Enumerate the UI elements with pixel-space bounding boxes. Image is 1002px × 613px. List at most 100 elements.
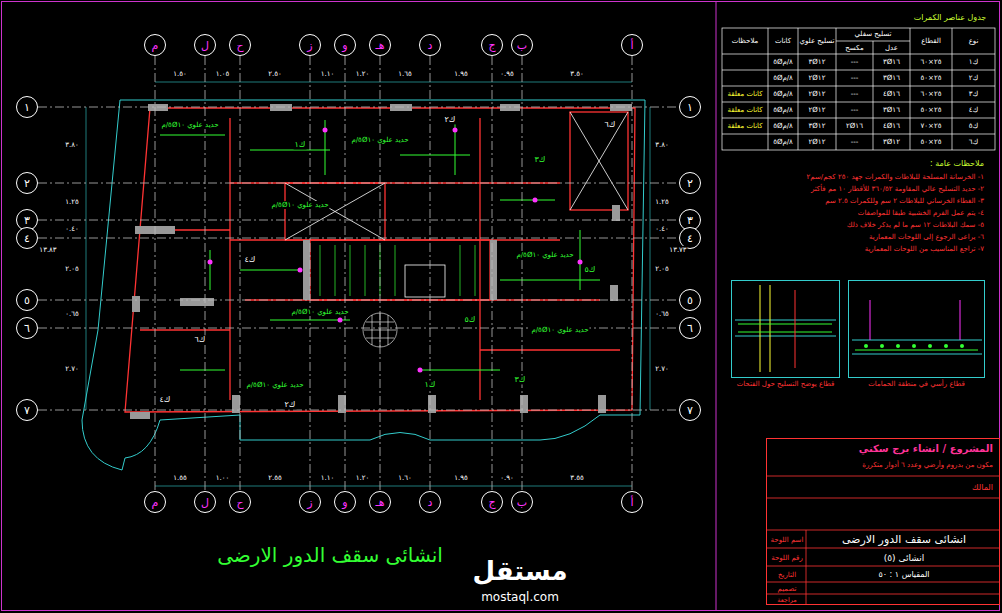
dimension: ٢.٥٠ — [267, 70, 283, 78]
grid-label: ز — [307, 497, 312, 508]
grid-line — [345, 56, 346, 491]
grid-label: ح — [236, 40, 243, 51]
table-cell: ٢Ø١٢ — [808, 74, 827, 82]
table-cell: كانات معلقة — [726, 122, 763, 130]
rebar-lines-part — [500, 200, 555, 201]
grid-label: ل — [201, 497, 209, 508]
note-line: ٥- سمك البلاطات ١٢ سم ما لم يذكر خلاف ذل… — [846, 221, 985, 229]
dimension: ٠.٦٥ — [64, 310, 80, 318]
note-line: ٤- يتم عمل الفرم الخشبية طبقا للمواصفات — [857, 209, 985, 217]
grid-bubble: ل — [194, 491, 216, 513]
beam-table-grid-part — [722, 134, 995, 135]
bar-sections — [864, 344, 964, 348]
dimension: ١.٢٠ — [355, 70, 371, 78]
grid-label: أ — [630, 497, 633, 508]
table-cell: ك٣ — [968, 90, 980, 98]
grid-label: ١ — [687, 102, 693, 113]
table-cell: كانات معلقة — [726, 90, 763, 98]
note-line: ١- الخرسانة المسلحة للبلاطات والكمرات جه… — [806, 173, 985, 181]
beam-tag: ك٢ — [444, 115, 457, 124]
table-cell: ٢٥×٥٠ — [920, 74, 943, 82]
beam-table-grid-part — [722, 70, 995, 71]
grid-line — [38, 220, 679, 221]
columns-part — [180, 298, 214, 306]
beam-table-grid-part — [722, 54, 995, 55]
grid-label: ٣ — [687, 215, 693, 226]
grid-bubble: ج — [481, 491, 503, 513]
beam-tag: ك٦ — [604, 120, 617, 129]
section-detail-part — [855, 350, 978, 351]
grid-bubble: ب — [511, 491, 533, 513]
table-cell: ٢Ø١٢ — [808, 138, 827, 146]
slab-edges-part — [140, 329, 230, 330]
title-block-grid-part — [766, 530, 1000, 531]
table-cell: --- — [850, 90, 860, 98]
grid-bubble: ح — [229, 491, 251, 513]
table-cell: تسليح سفلي — [836, 30, 910, 38]
columns-part — [130, 412, 150, 419]
dimension: ٣.٥٠ — [569, 70, 585, 78]
dimension: ٣.٥٥ — [569, 474, 585, 482]
dimension-lines-part — [155, 486, 632, 487]
table-cell: ٢Ø١٢ — [808, 106, 827, 114]
note-line: ٢- حديد التسليح عالي المقاومة ٣٦٠/٥٢ للأ… — [810, 185, 985, 193]
rebar-lines-part — [240, 270, 300, 271]
dimension: ١.٩٥ — [453, 474, 469, 482]
dimension-lines-part — [86, 107, 87, 410]
title-block-grid-part — [766, 498, 1000, 499]
dimension: ٣.٨٠ — [654, 141, 670, 149]
table-cell: --- — [850, 106, 860, 114]
table-cell: ك١ — [968, 58, 980, 66]
rebar-callout: حديد علوي ٥Ø١٠/م — [290, 308, 349, 316]
title-block-grid-part — [766, 476, 1000, 477]
stair-hatch-part — [320, 245, 321, 296]
table-title: جدول عناصر الكمرات — [913, 13, 988, 22]
rebar-lines-part — [160, 135, 225, 136]
dimension: ١.٢٥ — [654, 197, 670, 205]
beam-table-grid-part — [798, 28, 799, 150]
grid-line — [38, 183, 679, 184]
grid-label: هـ — [375, 40, 384, 51]
skylight-grid-part — [372, 315, 373, 345]
columns-part — [270, 104, 292, 111]
beam-table-grid-part — [836, 28, 837, 150]
slab-edges-part — [285, 183, 385, 240]
grid-label: ٢ — [24, 178, 30, 189]
beam-table-grid-part — [836, 41, 910, 42]
table-cell: ٢Ø١٢ — [808, 90, 827, 98]
grid-bubble: ز — [299, 491, 321, 513]
section-detail-part — [795, 290, 796, 368]
title-block-grid-part — [766, 582, 1000, 583]
rebar-callout: حديد علوي ٥Ø١٠/م — [530, 326, 589, 334]
shaft-cross-part — [570, 112, 628, 210]
table-cell: ٣Ø١٦ — [882, 58, 901, 66]
table-cell: ٥Ø٨/م — [772, 58, 794, 66]
grid-label: ج — [488, 497, 495, 508]
rebar-callout: حديد علوي ٥Ø١٠/م — [270, 201, 329, 209]
shaft-cross-part — [285, 183, 385, 240]
bar-sections-part — [896, 344, 900, 348]
dimension: ١.٩٥ — [453, 70, 469, 78]
section-detail-part — [735, 336, 836, 337]
rebar-dots — [208, 128, 583, 373]
dimension-lines — [86, 82, 650, 486]
grid-label: هـ — [375, 497, 384, 508]
grid-bubble: ج — [481, 34, 503, 56]
stair-hatch-part — [475, 245, 476, 296]
rebar-callout: حديد علوي ٥Ø١٠/م — [245, 381, 304, 389]
grid-bubble: هـ — [369, 491, 391, 513]
grid-label: و — [342, 40, 347, 51]
beam-tag: ك١ — [294, 140, 307, 149]
rebar-lines-part — [250, 150, 330, 151]
stair-hatch-part — [365, 245, 366, 296]
slab-edges-part — [229, 118, 230, 400]
grid-label: ب — [517, 497, 527, 508]
rebar-lines-part — [500, 280, 600, 281]
columns-part — [303, 240, 310, 300]
columns-part — [132, 296, 140, 312]
shaft-cross-part — [285, 183, 385, 240]
title-block-text: اسم اللوحة — [771, 536, 804, 544]
columns-part — [610, 104, 632, 111]
grid-label: ٣ — [24, 215, 30, 226]
